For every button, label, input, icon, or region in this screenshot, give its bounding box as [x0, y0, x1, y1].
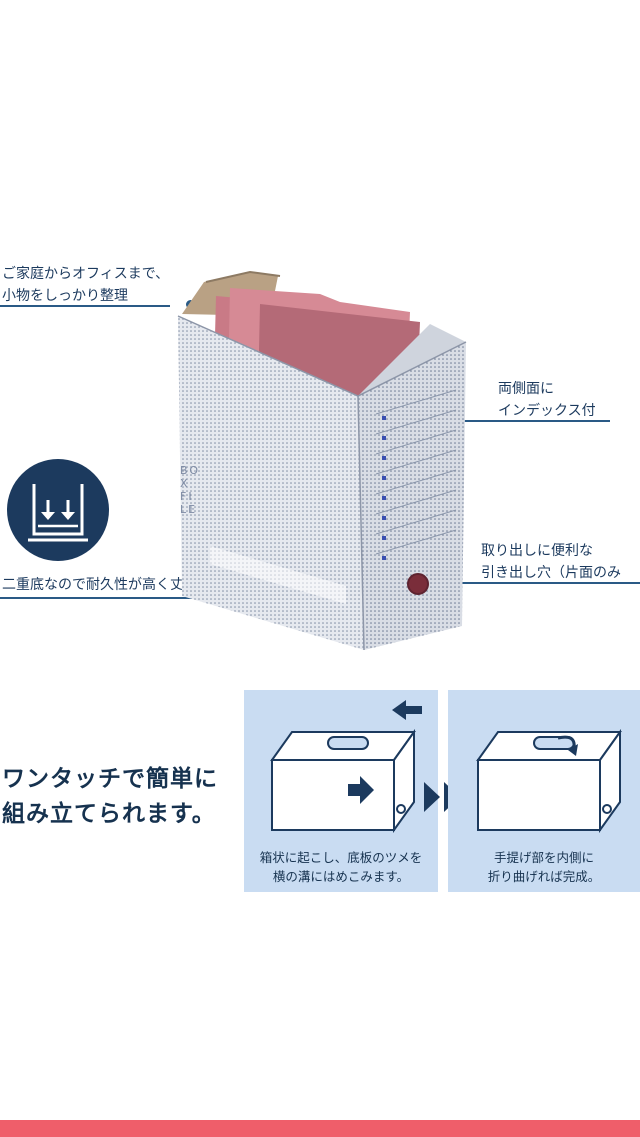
assembly-step-1-caption: 箱状に起こし、底板のツメを 横の溝にはめこみます。: [244, 848, 438, 886]
step-2-box-icon: [476, 728, 622, 834]
bottom-accent-bar: [0, 1120, 640, 1137]
box-file-illustration: BOX FILE: [170, 266, 470, 651]
callout-hole-line2: 引き出し穴（片面のみ: [481, 565, 621, 581]
callout-organize: ご家庭からオフィスまで、 小物をしっかり整理: [2, 263, 169, 307]
callout-index-line1: 両側面に: [498, 381, 554, 397]
assembly-step-1-caption-line2: 横の溝にはめこみます。: [272, 869, 410, 884]
callout-hole-rule: [430, 582, 640, 584]
callout-hole-line1: 取り出しに便利な: [481, 543, 593, 559]
callout-double-bottom-rule: [0, 597, 292, 599]
assembly-step-2-caption: 手提げ部を内側に 折り曲げれば完成。: [448, 848, 640, 886]
callout-organize-rule: [0, 305, 170, 307]
assembly-headline-line1: ワンタッチで簡単に: [2, 766, 218, 792]
assembly-step-2-caption-line1: 手提げ部を内側に: [493, 850, 594, 865]
assembly-step-2-caption-line2: 折り曲げれば完成。: [487, 869, 601, 884]
assembly-step-1-caption-line1: 箱状に起こし、底板のツメを: [259, 850, 423, 865]
callout-index-line2: インデックス付: [498, 403, 596, 419]
callout-hole: 取り出しに便利な 引き出し穴（片面のみ: [481, 540, 621, 584]
assembly-headline-line2: 組み立てられます。: [2, 801, 216, 827]
callout-index: 両側面に インデックス付: [498, 378, 596, 422]
step-1-box-icon: [270, 700, 422, 834]
callout-double-bottom: 二重底なので耐久性が高く丈夫です。: [2, 577, 239, 593]
callout-organize-line1: ご家庭からオフィスまで、: [2, 266, 170, 282]
callout-organize-line2: 小物をしっかり整理: [2, 288, 128, 304]
double-bottom-icon: [6, 458, 110, 562]
assembly-step-2-panel: 手提げ部を内側に 折り曲げれば完成。: [448, 690, 640, 892]
assembly-headline: ワンタッチで簡単に 組み立てられます。: [2, 762, 218, 832]
box-brand-text: BOX FILE: [180, 464, 201, 516]
assembly-step-1-panel: 箱状に起こし、底板のツメを 横の溝にはめこみます。: [244, 690, 438, 892]
callout-index-rule: [450, 420, 610, 422]
